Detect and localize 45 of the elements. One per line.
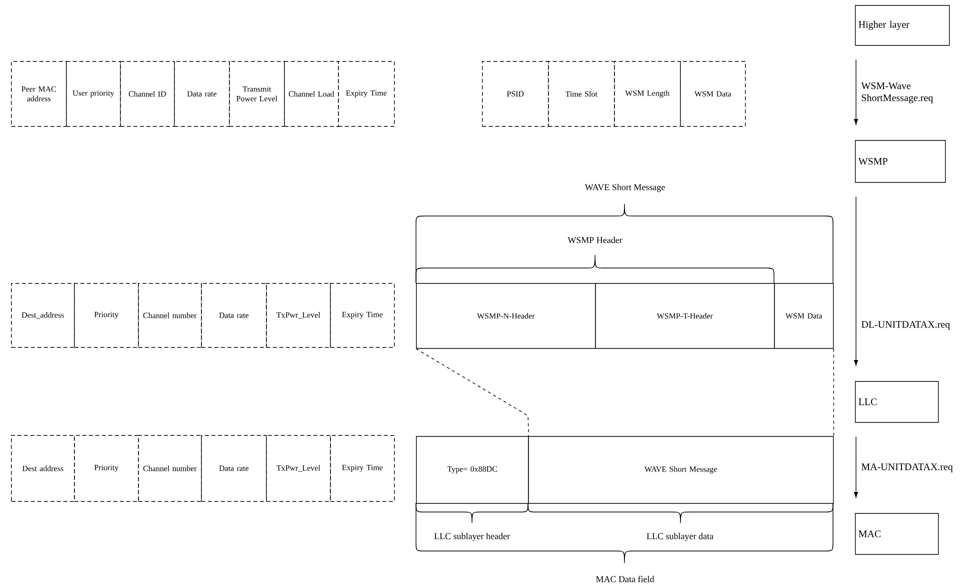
brace-label: MAC Data field [596,576,654,582]
field-cell: Priority [74,283,139,348]
field-cell: Channel number [138,283,202,348]
field-cell: Dest_address [11,283,75,348]
brace-label: WAVE Short Message [584,184,665,192]
projection-line [833,348,834,436]
field-cell: Data rate [174,61,230,127]
brace-label: WSMP Header [568,236,622,244]
field-cell: PSID [482,61,549,127]
field-cell: Priority [74,434,139,502]
field-cell: TxPwr_Level [266,434,331,502]
layer-box: MAC [855,513,939,555]
field-cell: Dest address [11,434,75,502]
field-cell: Peer MAC address [11,61,67,127]
field-cell: TxPwr_Level [266,283,331,348]
frame-cell: Type= 0x88DC [416,436,529,504]
field-cell: Expiry Time [338,61,395,127]
field-cell: Channel ID [120,61,175,127]
layer-box: LLC [855,381,939,423]
layer-box: Higher layer [855,5,950,46]
field-cell: Expiry Time [330,434,395,502]
field-cell: Transmit Power Level [229,61,285,127]
frame-cell: WSMP-N-Header [416,283,596,349]
arrow [854,436,858,498]
field-cell: WSM Data [680,61,746,127]
field-cell: WSM Length [614,61,681,127]
brace-label: LLC sublayer data [646,532,714,542]
arrow [854,196,858,366]
field-cell: User priority [66,61,121,127]
brace-label: LLC sublayer header [434,532,510,542]
projection-line [416,348,530,436]
edge-label: MA-UNITDATAX.req [861,463,953,472]
layer-box: WSMP [855,140,946,183]
field-cell: Channel Load [284,61,339,127]
frame-cell: WSM Data [774,283,834,349]
edge-label: DL-UNITDATAX.req [861,321,950,330]
frame-cell: WSMP-T-Header [595,283,775,349]
field-cell: Data rate [201,434,267,502]
field-cell: Expiry Time [330,283,395,348]
arrow [854,59,858,125]
field-cell: Time Slot [548,61,615,127]
field-cell: Data rate [201,283,267,348]
frame-cell: WAVE Short Message [528,436,834,504]
field-cell: Channel number [138,434,202,502]
edge-label: WSM-Wave ShortMessage.req [861,82,933,104]
